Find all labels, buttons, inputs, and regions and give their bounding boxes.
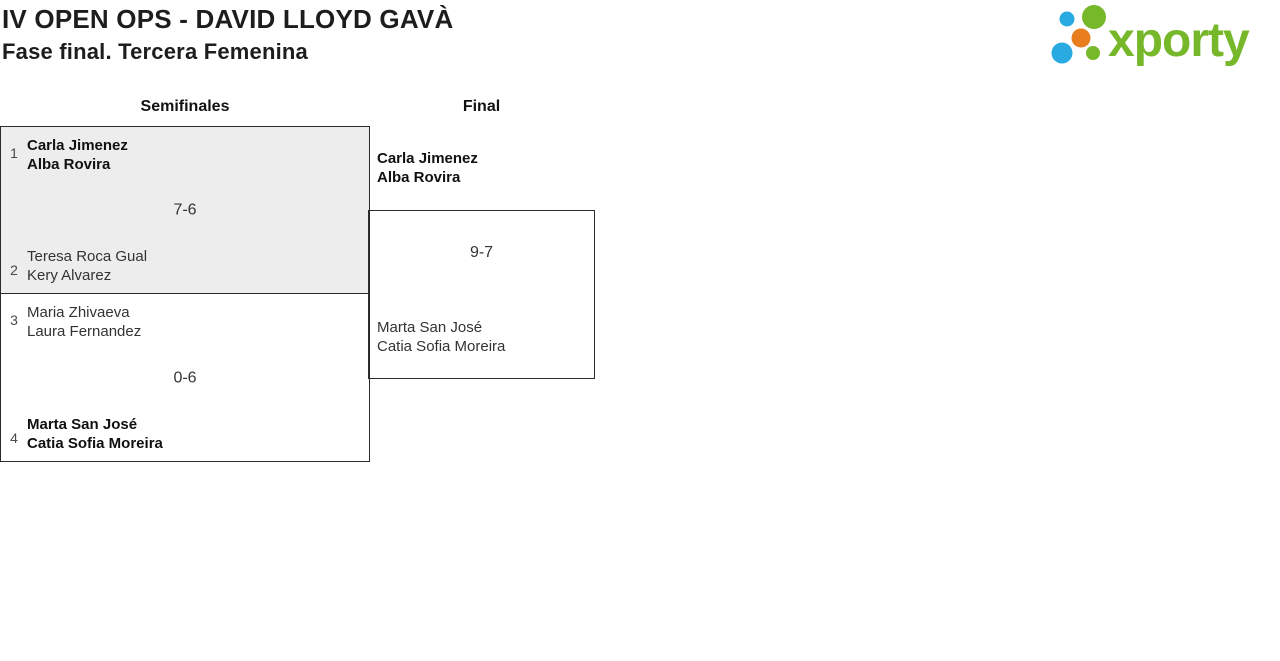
player-name: Carla Jimenez [377, 150, 478, 167]
team-semifinal1-bottom: Teresa Roca Gual Kery Alvarez [27, 247, 147, 285]
seed-number-4: 4 [10, 430, 18, 446]
player-name: Alba Rovira [377, 169, 461, 186]
logo-dot-blue-small [1059, 11, 1075, 27]
team-final-top: Carla Jimenez Alba Rovira [377, 149, 478, 187]
logo-dot-orange [1071, 28, 1091, 48]
match-score-semifinal-1: 7-6 [173, 201, 197, 219]
player-name: Teresa Roca Gual [27, 248, 148, 265]
player-name: Marta San José [27, 416, 138, 433]
logo-dot-blue-large [1051, 42, 1073, 64]
round-header-final: Final [462, 98, 501, 115]
team-semifinal1-top: Carla Jimenez Alba Rovira [27, 136, 128, 174]
phase-subtitle: Fase final. Tercera Femenina [2, 39, 308, 64]
xporty-wordmark: xporty [1108, 14, 1250, 67]
team-semifinal2-bottom: Marta San José Catia Sofia Moreira [27, 415, 163, 453]
player-name: Kery Alvarez [27, 267, 112, 284]
match-card-final: 9-7 Marta San José Catia Sofia Moreira [368, 210, 595, 379]
round-header-semifinales: Semifinales [140, 98, 230, 115]
player-name: Marta San José [377, 319, 483, 336]
logo-dot-green-small [1086, 46, 1100, 60]
player-name: Laura Fernandez [27, 323, 142, 340]
player-name: Carla Jimenez [27, 137, 128, 154]
seed-number-2: 2 [10, 262, 18, 278]
logo-dot-green-large [1082, 5, 1106, 29]
player-name: Catia Sofia Moreira [377, 338, 506, 355]
seed-number-3: 3 [10, 312, 18, 328]
player-name: Maria Zhivaeva [27, 304, 130, 321]
player-name: Alba Rovira [27, 156, 111, 173]
match-card-semifinal-1: 1 Carla Jimenez Alba Rovira 7-6 2 Teresa… [0, 126, 370, 294]
match-card-semifinal-2: 3 Maria Zhivaeva Laura Fernandez 0-6 4 M… [0, 294, 370, 462]
team-semifinal2-top: Maria Zhivaeva Laura Fernandez [27, 303, 141, 341]
match-score-semifinal-2: 0-6 [173, 369, 197, 386]
team-final-bottom: Marta San José Catia Sofia Moreira [377, 318, 505, 356]
xporty-logo: xporty [1051, 5, 1251, 67]
tournament-title: IV OPEN OPS - DAVID LLOYD GAVÀ [2, 4, 454, 34]
match-score-final: 9-7 [469, 244, 494, 261]
seed-number-1: 1 [10, 145, 18, 161]
page-header: IV OPEN OPS - DAVID LLOYD GAVÀ Fase fina… [2, 3, 453, 68]
player-name: Catia Sofia Moreira [27, 435, 163, 452]
